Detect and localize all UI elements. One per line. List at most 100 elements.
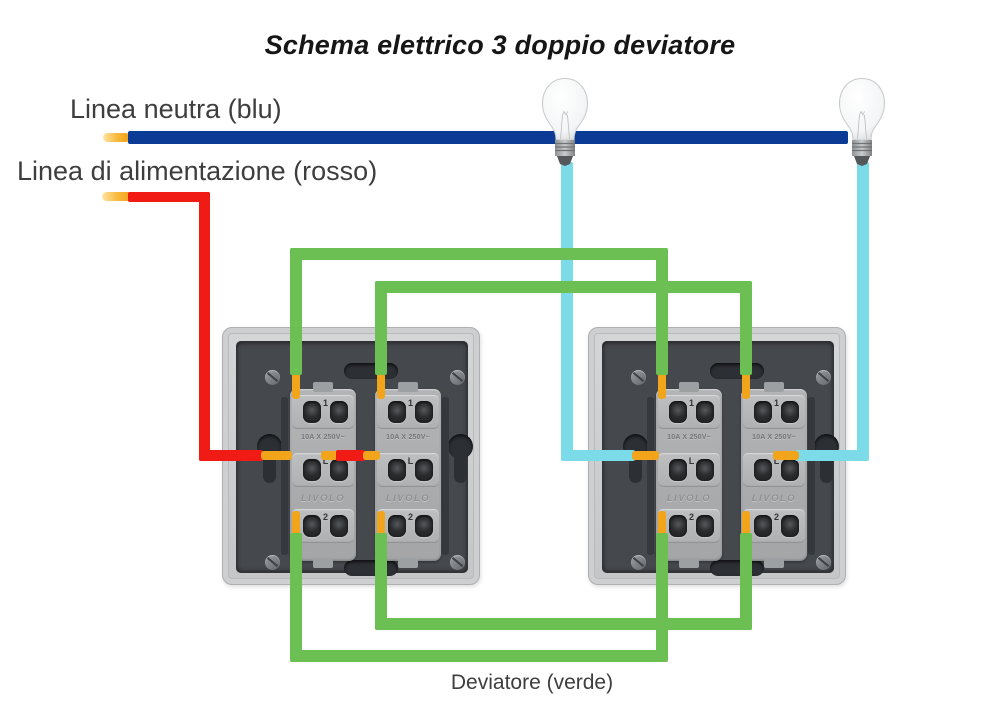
lamp-wire-left-horizontal bbox=[561, 450, 635, 461]
terminal-l-label: L bbox=[407, 456, 414, 466]
bulb-glass bbox=[541, 77, 589, 141]
traveller-ferrule bbox=[742, 373, 750, 399]
terminal-1-label: 1 bbox=[407, 398, 413, 408]
terminal-hole bbox=[330, 515, 348, 537]
terminal-hole bbox=[388, 401, 406, 423]
mounting-slot bbox=[710, 363, 764, 379]
terminal-l-label: L bbox=[322, 456, 329, 466]
supply-wire-tip bbox=[102, 192, 130, 201]
terminal-block: L bbox=[377, 453, 439, 487]
terminal-hole bbox=[388, 515, 406, 537]
mounting-slot bbox=[344, 560, 398, 576]
screw-icon bbox=[816, 370, 831, 385]
frame-arm bbox=[808, 397, 815, 555]
terminal-block: 1 bbox=[377, 395, 439, 429]
terminal-hole bbox=[696, 515, 714, 537]
terminal-block: 2 bbox=[743, 509, 805, 543]
supply-jumper-wire bbox=[336, 450, 365, 461]
light-bulb-right bbox=[838, 77, 886, 166]
traveller-ferrule bbox=[742, 511, 750, 536]
terminal-hole bbox=[303, 515, 321, 537]
terminal-hole bbox=[415, 401, 433, 423]
terminal-hole bbox=[303, 459, 321, 481]
screw-icon bbox=[450, 370, 465, 385]
terminal-block: 1 bbox=[743, 395, 805, 429]
screw-icon bbox=[265, 370, 280, 385]
terminal-hole bbox=[415, 459, 433, 481]
terminal-hole bbox=[781, 515, 799, 537]
terminal-hole bbox=[781, 459, 799, 481]
lamp-wire-right-vertical bbox=[857, 162, 869, 461]
traveller-ferrule bbox=[377, 373, 385, 399]
traveller-top2-horizontal bbox=[375, 281, 752, 293]
jumper-ferrule-right bbox=[363, 451, 380, 460]
terminal-hole bbox=[330, 459, 348, 481]
rating-text: 10A X 250V~ bbox=[386, 434, 430, 441]
terminal-2-label: 2 bbox=[407, 512, 413, 522]
lamp-wire-right-horizontal bbox=[795, 450, 869, 461]
switch-wire-label: Deviatore (verde) bbox=[450, 671, 614, 694]
traveller-ferrule bbox=[658, 373, 666, 399]
rating-text: 10A X 250V~ bbox=[752, 434, 796, 441]
terminal-hole bbox=[330, 401, 348, 423]
terminal-1-label: 1 bbox=[773, 398, 779, 408]
traveller-ferrule bbox=[377, 511, 385, 536]
screw-icon bbox=[631, 555, 646, 570]
terminal-block: 2 bbox=[377, 509, 439, 543]
screw-icon bbox=[450, 555, 465, 570]
mounting-slot bbox=[710, 560, 764, 576]
traveller-ferrule bbox=[658, 511, 666, 536]
terminal-1-label: 1 bbox=[322, 398, 328, 408]
brand-text: LIVOLO bbox=[385, 493, 431, 504]
lamp-wire-left-vertical bbox=[561, 162, 573, 461]
lamp-wire-right-ferrule bbox=[773, 451, 799, 460]
screw-icon bbox=[265, 555, 280, 570]
terminal-hole bbox=[669, 515, 687, 537]
terminal-hole bbox=[669, 459, 687, 481]
traveller-bottom2-left-vertical bbox=[375, 533, 387, 630]
rating-text: 10A X 250V~ bbox=[301, 434, 345, 441]
terminal-2-label: 2 bbox=[322, 512, 328, 522]
switch-gang: 1 10A X 250V~ L LIVOLO 2 bbox=[290, 382, 356, 568]
frame-arm bbox=[442, 397, 449, 555]
traveller-top1-horizontal bbox=[290, 248, 668, 260]
bulb-filament bbox=[857, 110, 867, 140]
terminal-hole bbox=[754, 459, 772, 481]
bulb-glass bbox=[838, 77, 886, 141]
page-title: Schema elettrico 3 doppio deviatore bbox=[264, 30, 736, 60]
traveller-bottom2-right-vertical bbox=[740, 533, 752, 630]
brand-text: LIVOLO bbox=[751, 493, 797, 504]
brand-text: LIVOLO bbox=[300, 493, 346, 504]
frame-arm bbox=[281, 397, 288, 555]
traveller-top1-left-vertical bbox=[290, 248, 302, 375]
light-bulb-left bbox=[541, 77, 589, 166]
bulb-filament bbox=[560, 110, 570, 140]
terminal-block: 2 bbox=[658, 509, 720, 543]
mounting-slot bbox=[344, 363, 398, 379]
terminal-2-label: 2 bbox=[773, 512, 779, 522]
traveller-top2-left-vertical bbox=[375, 281, 387, 375]
screw-icon bbox=[816, 555, 831, 570]
traveller-bottom1-left-vertical bbox=[290, 533, 302, 662]
terminal-l-label: L bbox=[688, 456, 695, 466]
switch-module-left: 1 10A X 250V~ L LIVOLO 2 bbox=[222, 327, 480, 585]
neutral-line-label: Linea neutra (blu) bbox=[70, 94, 282, 124]
terminal-hole bbox=[388, 459, 406, 481]
terminal-block: 1 bbox=[658, 395, 720, 429]
neutral-wire bbox=[128, 131, 848, 144]
switch-gang: 1 10A X 250V~ L LIVOLO 2 bbox=[656, 382, 722, 568]
rating-text: 10A X 250V~ bbox=[667, 434, 711, 441]
terminal-block: 1 bbox=[292, 395, 354, 429]
terminal-hole bbox=[754, 515, 772, 537]
lamp-wire-left-ferrule bbox=[632, 451, 659, 460]
terminal-2-label: 2 bbox=[688, 512, 694, 522]
traveller-ferrule bbox=[292, 373, 300, 399]
terminal-block: 2 bbox=[292, 509, 354, 543]
traveller-bottom1-horizontal bbox=[290, 650, 668, 662]
switch-gang: 1 10A X 250V~ L LIVOLO 2 bbox=[741, 382, 807, 568]
terminal-hole bbox=[415, 515, 433, 537]
traveller-top1-right-vertical bbox=[656, 248, 668, 375]
traveller-ferrule bbox=[292, 511, 300, 536]
terminal-l-label: L bbox=[773, 456, 780, 466]
